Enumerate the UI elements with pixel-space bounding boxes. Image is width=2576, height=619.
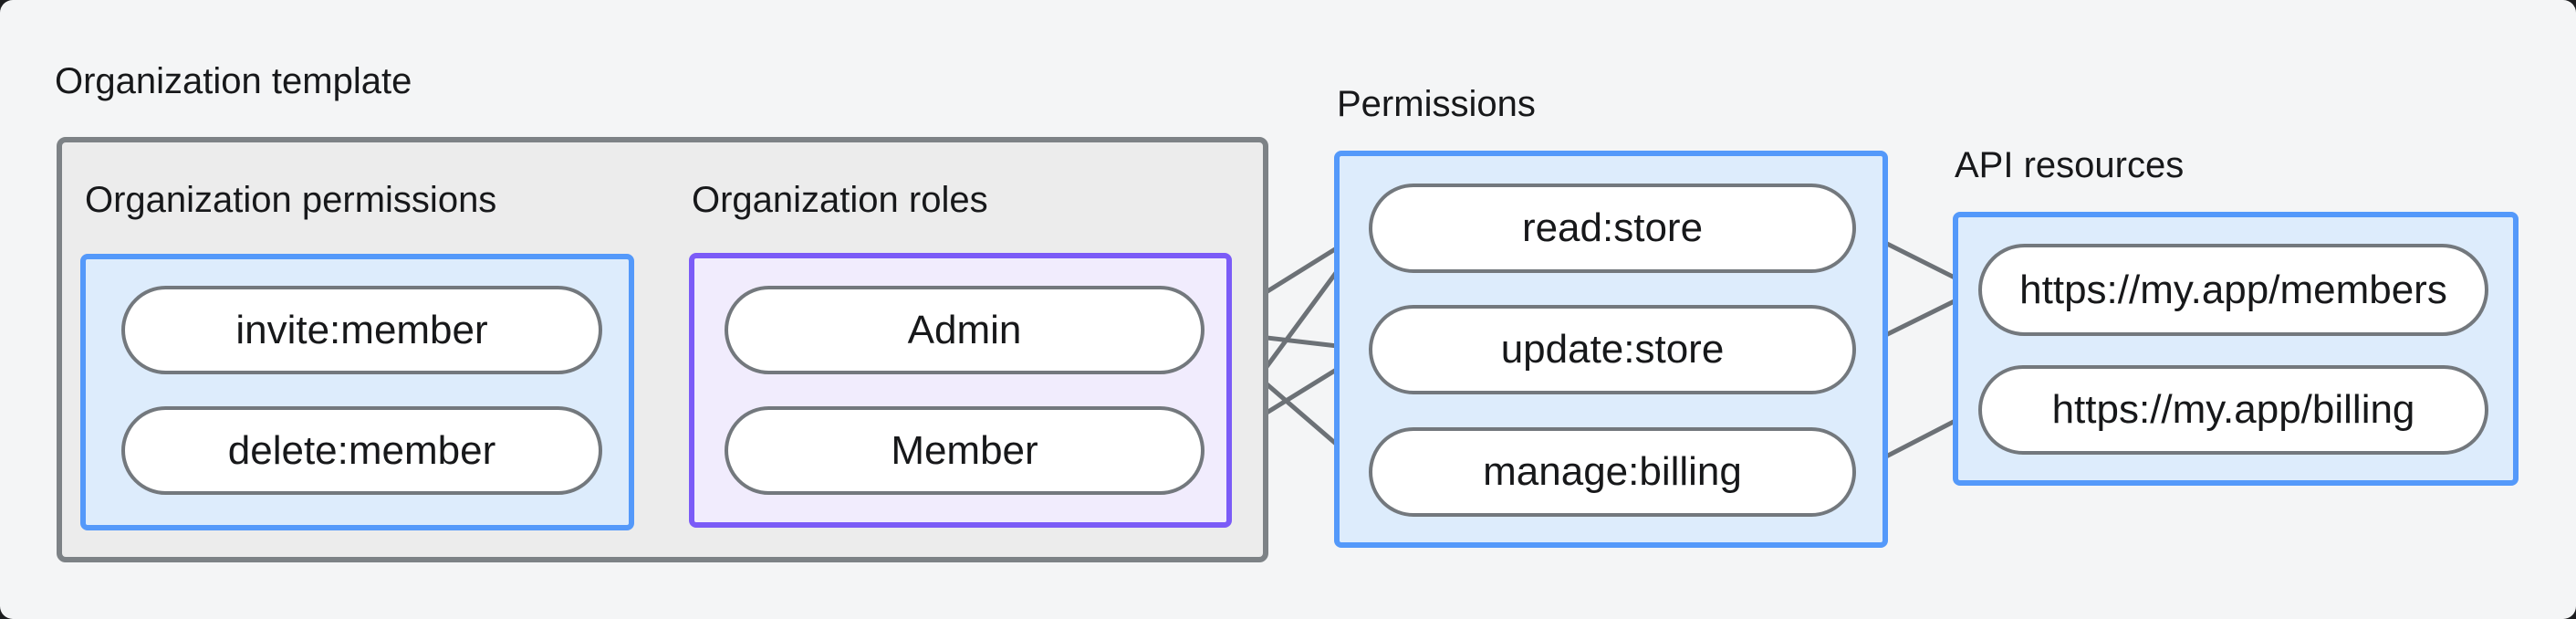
node-delete-member: delete:member [121,406,602,495]
node-update-store: update:store [1369,305,1856,394]
organization-template-title: Organization template [55,61,412,101]
node-manage-billing: manage:billing [1369,427,1856,517]
api-resources-title: API resources [1955,145,2185,185]
node-api-members: https://my.app/members [1978,244,2488,336]
organization-roles-title: Organization roles [692,180,988,220]
node-admin: Admin [725,286,1205,374]
permissions-title: Permissions [1337,84,1536,124]
node-read-store: read:store [1369,184,1856,273]
node-member: Member [725,406,1205,495]
organization-permissions-title: Organization permissions [85,180,497,220]
node-api-billing: https://my.app/billing [1978,365,2488,455]
node-invite-member: invite:member [121,286,602,374]
